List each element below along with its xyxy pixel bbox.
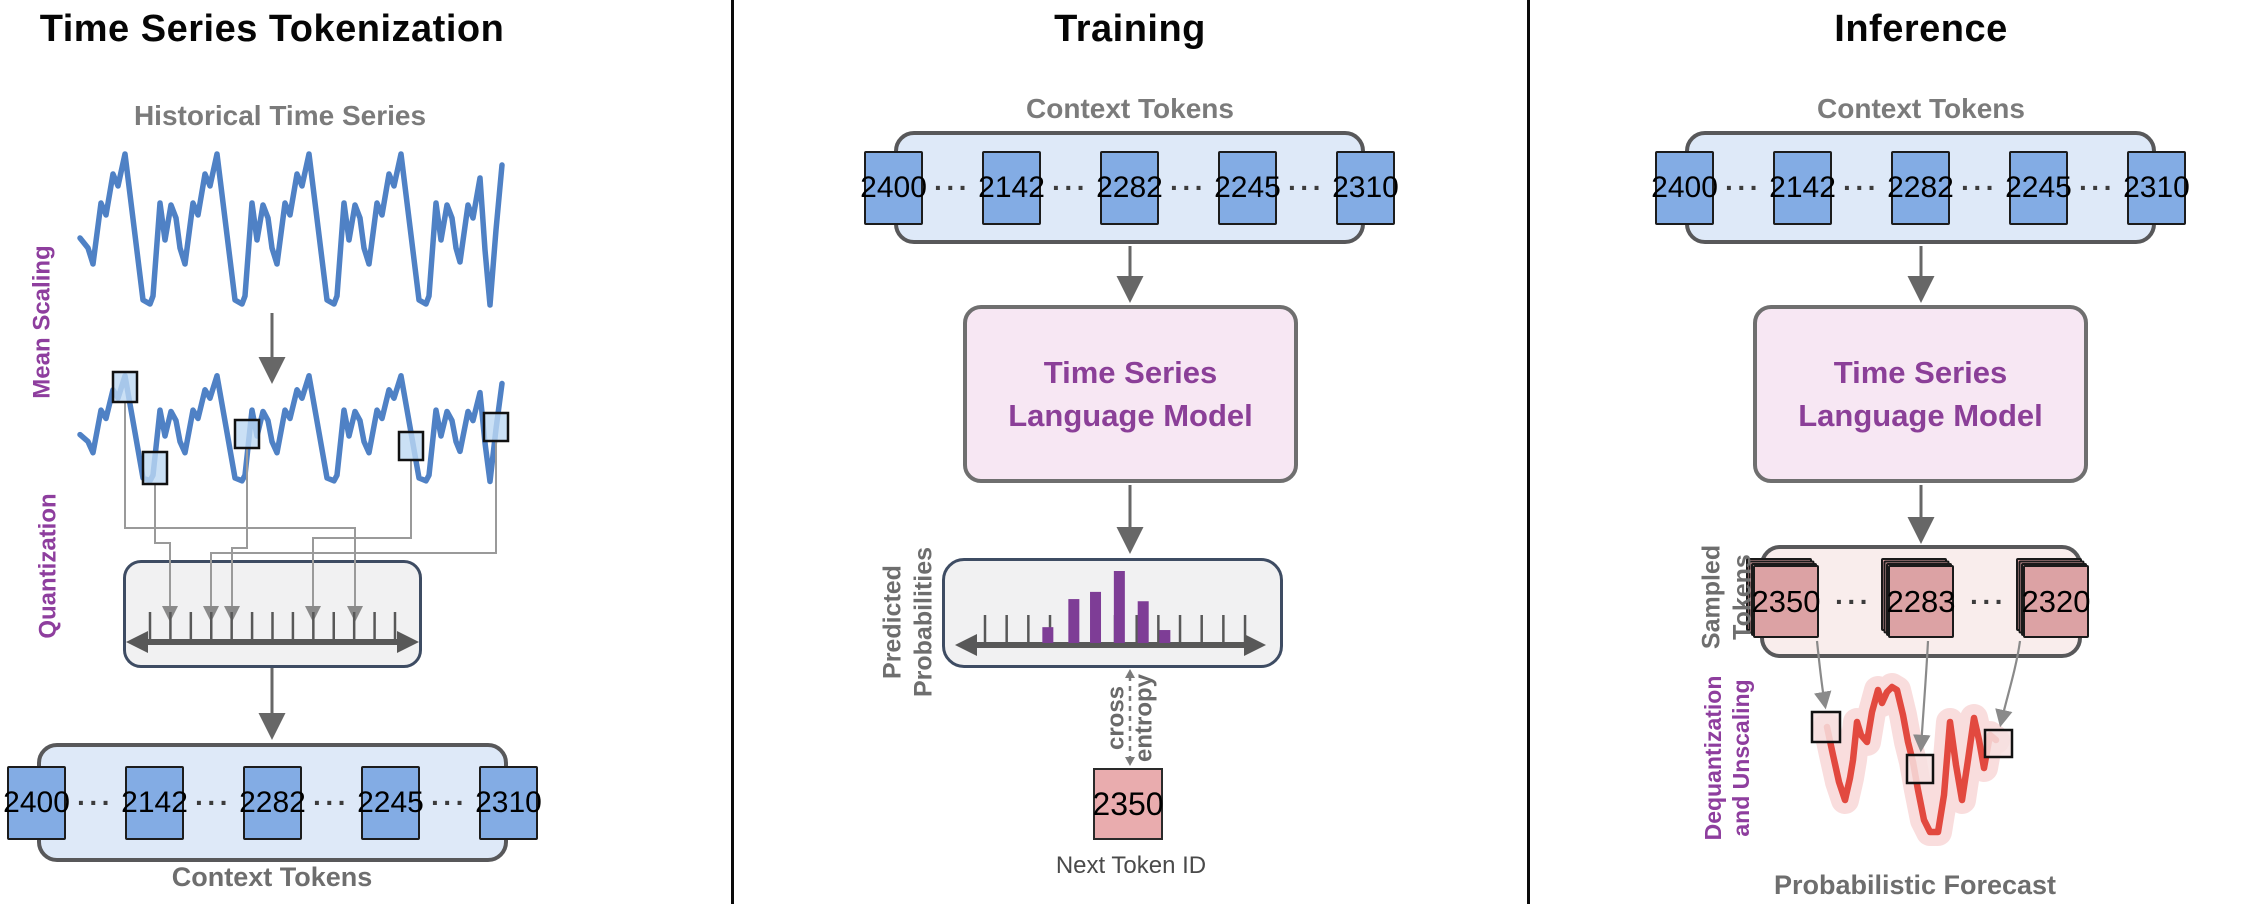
quantization-label: Quantization xyxy=(34,493,62,639)
inference-context-tokens-label: Context Tokens xyxy=(1817,93,2025,124)
dequantization-label: Dequantization and Unscaling xyxy=(1699,675,1754,841)
token-box: 2245 xyxy=(1214,150,1281,225)
training-context-tokens-container: 2400···2142···2282···2245···2310 xyxy=(860,131,1399,244)
token-box: 2282 xyxy=(1096,150,1163,225)
token-ellipsis: ··· xyxy=(1843,171,1880,203)
sampled-token-card: 2320 xyxy=(2015,558,2090,638)
sample-highlight-box xyxy=(141,450,169,486)
token-box: 2142 xyxy=(1769,150,1836,225)
token-box: 2310 xyxy=(2123,150,2190,225)
token-box: 2400 xyxy=(1651,150,1718,225)
historical-series-line xyxy=(77,151,505,308)
sample-highlight-box xyxy=(482,411,510,443)
token-box: 2282 xyxy=(239,765,306,840)
token-box: 2310 xyxy=(475,765,542,840)
token-ellipsis: ··· xyxy=(1970,585,2007,617)
forecast-point-box xyxy=(1983,728,2014,759)
token-ellipsis: ··· xyxy=(77,786,115,818)
sampled-tokens-row: 2350 ··· 2283 ··· 2320 xyxy=(1746,558,2090,638)
token-box: 2400 xyxy=(860,150,927,225)
training-model-label: Time Series Language Model xyxy=(1008,354,1253,433)
card-value: 2320 xyxy=(2022,565,2090,638)
token-ellipsis: ··· xyxy=(1170,171,1207,203)
context-tokens-caption: Context Tokens xyxy=(171,862,373,892)
token-box: 2142 xyxy=(121,765,188,840)
training-title: Training xyxy=(1054,8,1206,50)
predicted-probabilities-label: Predicted Probabilities xyxy=(878,546,938,698)
panel-divider-left xyxy=(731,0,734,904)
card-value: 2283 xyxy=(1887,565,1955,638)
forecast-line xyxy=(1823,683,2000,836)
predicted-probabilities-box xyxy=(942,558,1283,668)
token-ellipsis: ··· xyxy=(313,786,350,818)
token-ellipsis: ··· xyxy=(1725,171,1763,203)
token-box: 2142 xyxy=(978,150,1045,225)
token-box: 2400 xyxy=(3,765,70,840)
sample-highlight-box xyxy=(397,430,425,462)
inference-model-box: Time Series Language Model xyxy=(1753,305,2088,483)
inference-title: Inference xyxy=(1834,8,2008,50)
card-value: 2350 xyxy=(1752,565,1821,638)
token-box: 2245 xyxy=(2005,150,2072,225)
token-ellipsis: ··· xyxy=(1287,171,1325,203)
token-ellipsis: ··· xyxy=(1835,585,1872,617)
sampled-tokens-label: Sampled Tokens xyxy=(1697,544,1757,650)
tokenization-title: Time Series Tokenization xyxy=(39,8,505,50)
panel-divider-right xyxy=(1527,0,1530,904)
token-ellipsis: ··· xyxy=(1961,171,1998,203)
token-box: 2310 xyxy=(1332,150,1399,225)
mean-scaling-label: Mean Scaling xyxy=(28,245,56,399)
forecast-point-box xyxy=(1905,753,1935,785)
forecast-point-box xyxy=(1810,710,1842,744)
training-context-tokens-label: Context Tokens xyxy=(1026,93,1234,124)
next-token-box: 2350 xyxy=(1092,768,1164,840)
sample-highlight-box xyxy=(111,370,139,404)
token-box: 2282 xyxy=(1887,150,1954,225)
scaled-series-line xyxy=(80,376,502,482)
probabilistic-forecast-caption: Probabilistic Forecast xyxy=(1773,870,2057,900)
inference-model-label: Time Series Language Model xyxy=(1798,354,2043,433)
forecast-uncertainty-band xyxy=(1813,673,2010,846)
token-ellipsis: ··· xyxy=(195,786,232,818)
token-ellipsis: ··· xyxy=(1052,171,1089,203)
token-ellipsis: ··· xyxy=(430,786,468,818)
quantization-box xyxy=(123,560,422,668)
context-tokens-container: 2400···2142···2282···2245···2310 xyxy=(3,743,542,862)
next-token-caption: Next Token ID xyxy=(1055,852,1207,879)
sampled-token-card: 2283 xyxy=(1881,558,1955,638)
historical-series-label: Historical Time Series xyxy=(133,100,427,131)
sampled-token-card: 2350 xyxy=(1746,558,1821,638)
token-box: 2245 xyxy=(357,765,424,840)
token-ellipsis: ··· xyxy=(2078,171,2116,203)
inference-context-tokens-container: 2400···2142···2282···2245···2310 xyxy=(1651,131,2190,244)
sample-highlight-box xyxy=(233,418,261,450)
cross-entropy-label: cross entropy xyxy=(1102,673,1157,763)
token-ellipsis: ··· xyxy=(934,171,972,203)
training-model-box: Time Series Language Model xyxy=(963,305,1298,483)
